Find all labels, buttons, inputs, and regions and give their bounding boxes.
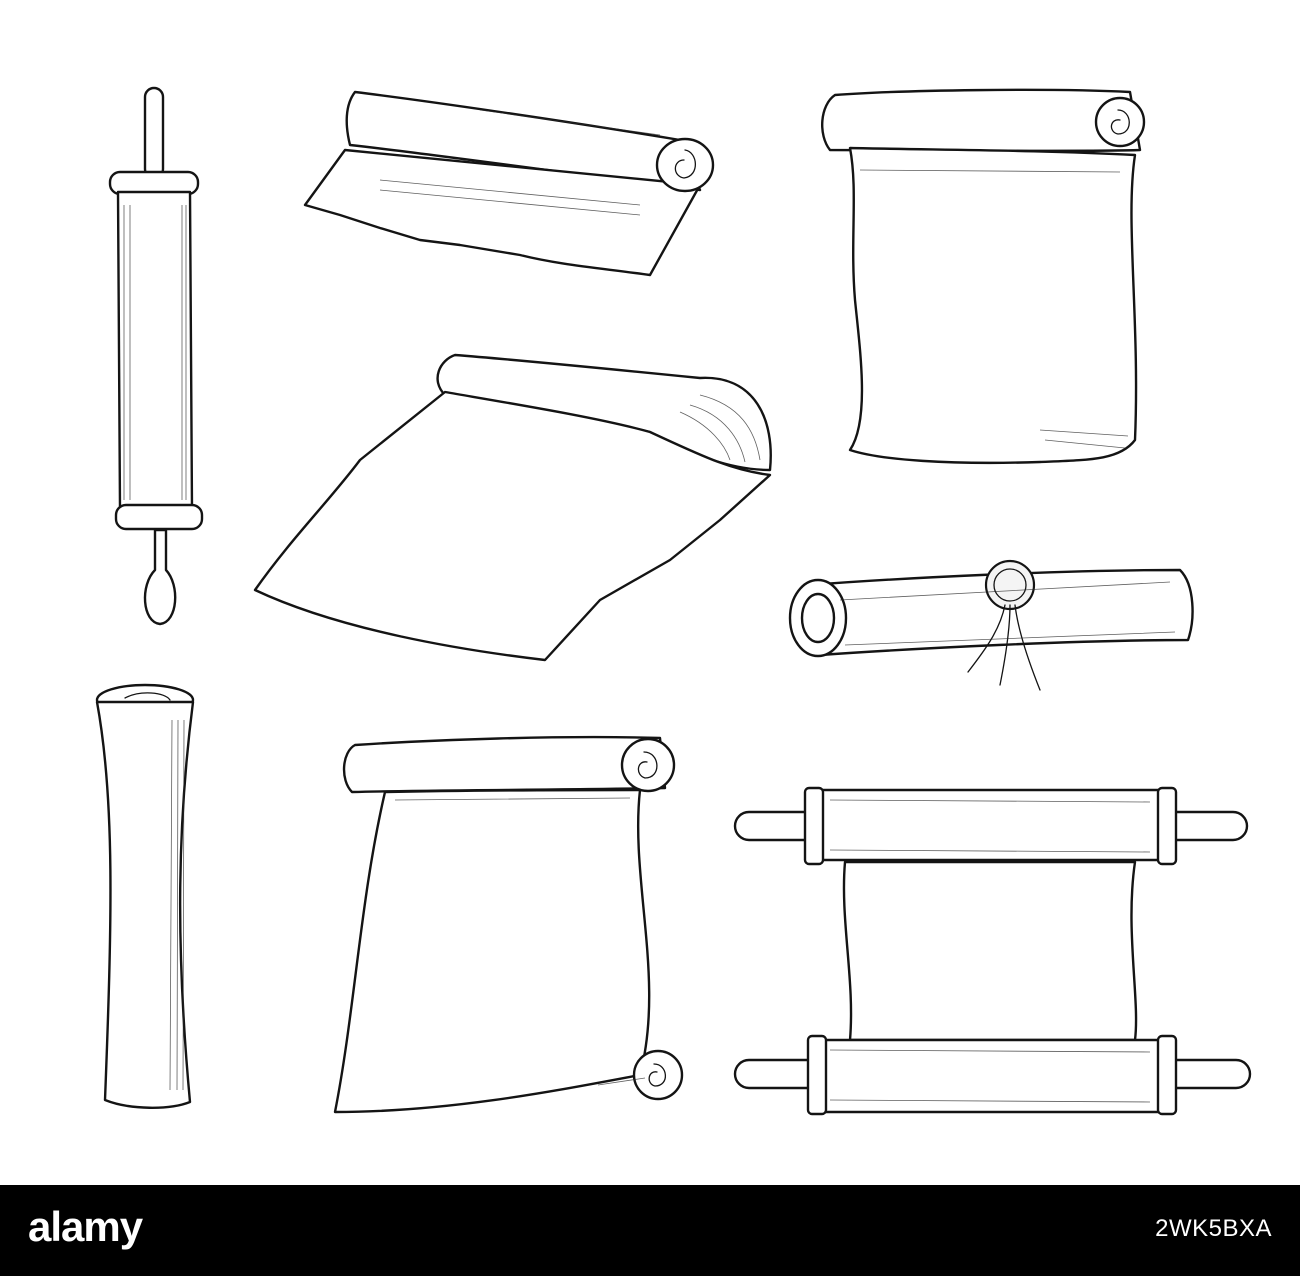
- sealed-scroll-icon: [788, 559, 1194, 691]
- torn-rolled-scroll-icon: [303, 90, 715, 277]
- scrolls-illustration: [95, 86, 1252, 1116]
- long-blank-scroll-icon: [333, 735, 684, 1114]
- blank-scroll-icon: [821, 88, 1146, 465]
- curled-parchment-icon: [253, 353, 772, 662]
- tall-rolled-scroll-icon: [95, 683, 195, 1109]
- open-torah-scroll-icon: [733, 786, 1252, 1116]
- image-id-label: 2WK5BXA: [1155, 1215, 1272, 1242]
- stock-watermark-bar: alamy 2WK5BXA: [0, 1185, 1300, 1276]
- scroll-on-rod-icon: [108, 86, 204, 626]
- brand-logo: alamy: [28, 1203, 143, 1250]
